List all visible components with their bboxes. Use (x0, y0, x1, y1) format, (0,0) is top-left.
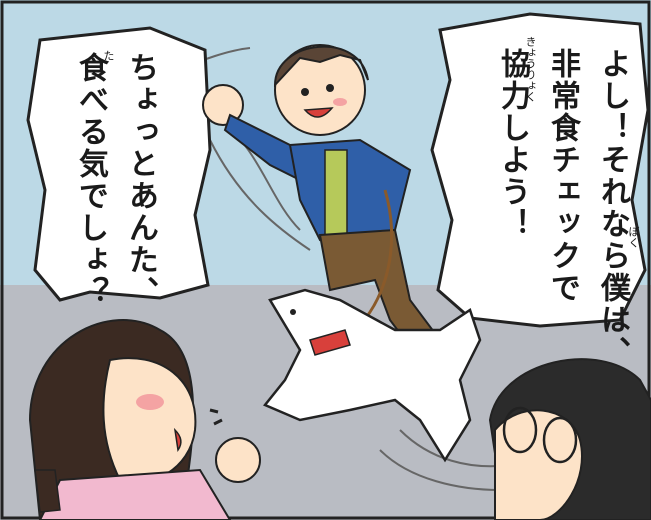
dog-eye (290, 309, 296, 315)
boy-fist (202, 84, 244, 126)
man-glasses-right (542, 416, 578, 464)
right-bubble-line-1: よし！それなら僕は、 (595, 48, 630, 368)
man-character (488, 358, 651, 520)
sound-mark (209, 408, 223, 426)
dog-collar (309, 329, 351, 356)
right-bubble-line-3: 協力しよう！ (495, 48, 530, 240)
dog-body (262, 288, 482, 463)
boy-mouth (303, 107, 334, 118)
dog-character (262, 288, 482, 463)
man-glasses (502, 406, 538, 454)
ruby-boku: ぼく (627, 226, 640, 248)
girl-cheek (136, 394, 164, 410)
ruby-ta: た (102, 50, 115, 61)
girl-braid (34, 469, 61, 513)
girl-character (28, 319, 261, 520)
girl-mouth (173, 427, 182, 452)
left-speech-bubble (26, 26, 212, 302)
boy-eye-left (301, 88, 309, 96)
right-bubble-line-2: 非常食チェックで (545, 48, 580, 304)
boy-hair (273, 45, 369, 88)
right-speech-bubble (430, 12, 650, 328)
left-bubble-line-1: ちょっとあんた、 (123, 52, 158, 308)
ruby-kyouryoku: きょうりょく (524, 36, 537, 102)
boy-cheek (333, 98, 347, 106)
man-face (494, 409, 583, 520)
boy-eye-right (326, 84, 334, 92)
left-bubble-line-2: 食べる気でしょ？ (73, 52, 108, 308)
girl-fist (215, 437, 261, 483)
boy-head (274, 44, 366, 136)
boy-shirt (324, 149, 348, 236)
